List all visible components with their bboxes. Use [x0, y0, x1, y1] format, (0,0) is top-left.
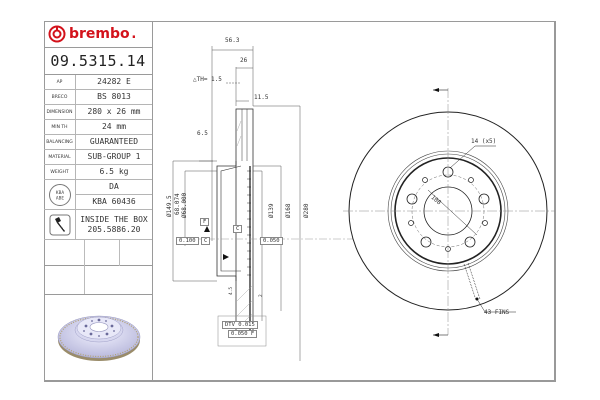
spec-value: 6.5 kg [99, 167, 129, 176]
spec-row-balancing: BALANCING GUARANTEED [44, 135, 152, 150]
kba-values: DA KBA 60436 [76, 180, 152, 209]
spec-value: 280 x 26 mm [87, 107, 141, 116]
spec-row-dimension: DIMENSION 280 x 26 mm [44, 105, 152, 120]
front-view-drawing [343, 88, 555, 337]
brand-dot: . [129, 26, 139, 42]
spec-value: 24 mm [101, 122, 127, 131]
inside-box-label: INSIDE THE BOX [80, 214, 148, 224]
spec-key: BALANCING [44, 135, 76, 149]
spec-value: BS 8013 [97, 92, 131, 101]
dim-11-5: 11.5 [254, 94, 269, 101]
small-dim-right: 2 [259, 294, 264, 297]
divider [84, 240, 85, 295]
dia-280: Ø280 [303, 203, 310, 218]
dim-26: 26 [240, 57, 248, 64]
brembo-disc-logo-icon [48, 25, 66, 43]
drawing-frame [44, 21, 556, 382]
small-dim-left: 4.5 [229, 286, 234, 295]
inside-box-values: INSIDE THE BOX 205.5886.20 [76, 210, 152, 239]
spec-row-kba: KBA ABE DA KBA 60436 [44, 180, 152, 210]
datum-f: F [200, 218, 210, 226]
spec-key: MATERIAL [44, 150, 76, 164]
dtv-tolerance: DTV 0.015 [222, 321, 258, 329]
spec-row-inside-box: INSIDE THE BOX 205.5886.20 [44, 210, 152, 240]
screw-icon [49, 214, 70, 235]
svg-text:ABE: ABE [55, 195, 63, 201]
flatness-tolerance: 0.050 [260, 237, 283, 245]
runout-tolerance: 0.100 [176, 237, 199, 245]
spec-value: 24282 E [97, 77, 131, 86]
bolt-hole-callout: 14 (x5) [471, 138, 497, 145]
fins-count: 43 FINS [484, 309, 510, 316]
divider [119, 240, 120, 266]
spec-key: AP [44, 75, 76, 89]
spec-key: WEIGHT [44, 165, 76, 179]
blank-row-2 [44, 266, 152, 295]
spec-row-weight: WEIGHT 6.5 kg [44, 165, 152, 180]
spec-key: BRECO [44, 90, 76, 104]
spec-value: SUB-GROUP 1 [87, 152, 141, 161]
spec-panel: brembo. 09.5315.14 AP 24282 E BRECO BS 8… [44, 21, 153, 382]
brand-logo: brembo. [44, 21, 152, 48]
spec-row-min-th: MIN TH 24 mm [44, 120, 152, 135]
dia-68-000: Ø68.000 [181, 192, 188, 218]
dia-68-074: 68.074 [174, 193, 181, 215]
inside-box-part: 205.5886.20 [87, 224, 141, 234]
brake-disc-3d-image [57, 315, 141, 361]
brand-name: brembo [69, 26, 130, 42]
spec-row-material: MATERIAL SUB-GROUP 1 [44, 150, 152, 165]
screw-cell [44, 210, 76, 239]
dia-139: Ø139 [268, 203, 275, 218]
datum-c: C [233, 225, 243, 233]
svg-text:KBA: KBA [55, 190, 63, 196]
spec-row-ap: AP 24282 E [44, 75, 152, 90]
spec-key: DIMENSION [44, 105, 76, 119]
dim-6-5: 6.5 [197, 130, 208, 137]
blank-row-1 [44, 240, 152, 266]
dia-149-5: Ø149.5 [166, 195, 173, 217]
runout-datum: C [201, 237, 211, 245]
kba-abe-badge-icon: KBA ABE [48, 183, 71, 206]
part-number: 09.5315.14 [44, 48, 152, 75]
dim-th-variation: △TH= 1.5 [193, 76, 222, 83]
spec-value: GUARANTEED [89, 137, 139, 146]
kba-da: DA [76, 180, 152, 195]
kba-badge-cell: KBA ABE [44, 180, 76, 209]
spec-row-breco: BRECO BS 8013 [44, 90, 152, 105]
spec-key: MIN TH [44, 120, 76, 134]
dim-56-3: 56.3 [225, 37, 240, 44]
dia-168: Ø168 [285, 203, 292, 218]
kba-number: KBA 60436 [92, 196, 136, 206]
parallelism-tolerance: 0.050 F [228, 330, 258, 338]
